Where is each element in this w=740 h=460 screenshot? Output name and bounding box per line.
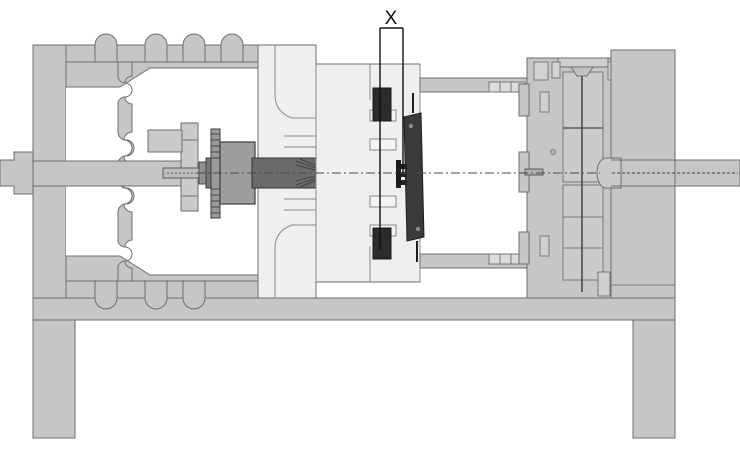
x-dimension-callout: X	[379, 8, 404, 250]
dark-clamp-blocks	[372, 87, 392, 260]
x-dimension-label: X	[385, 8, 398, 29]
pedestal-base	[32, 297, 676, 439]
left-tie-rod	[0, 151, 189, 195]
dark-sensor-bar	[396, 93, 425, 262]
casting-boss-bottom	[94, 280, 206, 310]
casting-boss-top	[94, 33, 244, 63]
output-shaft-assembly	[596, 49, 740, 299]
